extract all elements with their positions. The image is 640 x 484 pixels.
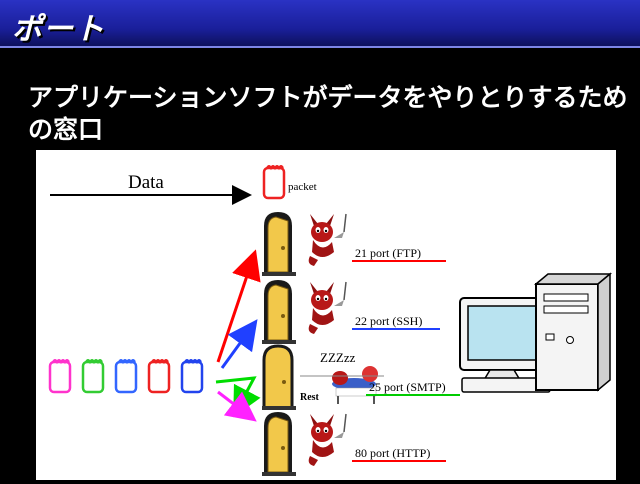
door-icon [261,279,297,345]
daemon-icon [307,281,347,335]
port-http-label: 80 port (HTTP) [355,446,430,460]
port-ssh-label: 22 port (SSH) [355,314,422,328]
diagram-panel: Data packet 21 port (FTP) 22 port (SSH) [36,150,616,480]
route-arrow-ftp [216,249,261,363]
route-arrow-http [217,390,257,422]
packet-icon [262,164,286,200]
packet-icon [114,358,138,394]
daemon-icon [332,366,378,404]
packet-icon [81,358,105,394]
data-label: Data [128,172,164,193]
title-bar: ポート [0,0,640,48]
computer-icon [459,272,613,393]
port-diagram: Data packet 21 port (FTP) 22 port (SSH) [48,164,613,477]
packet-icon [180,358,204,394]
daemon-icon [307,413,347,467]
packet-icon [147,358,171,394]
port-ftp-label: 21 port (FTP) [355,246,421,260]
sleep-label: ZZZzz [320,350,356,365]
daemon-icon [307,213,347,267]
packet-queue [48,358,204,394]
port-smtp-label: 25 port (SMTP) [369,380,446,394]
title-divider [0,46,640,48]
door-icon [261,211,297,277]
route-arrow-ssh [220,319,258,369]
rest-label: Rest [300,392,320,403]
slide-subtitle: アプリケーションソフトがデータをやりとりするための窓口 [28,83,628,144]
door-icon [262,344,296,410]
slide-title: ポート [12,12,105,47]
door-icon [261,411,297,477]
packet-icon [48,358,72,394]
packet-label: packet [288,181,317,193]
